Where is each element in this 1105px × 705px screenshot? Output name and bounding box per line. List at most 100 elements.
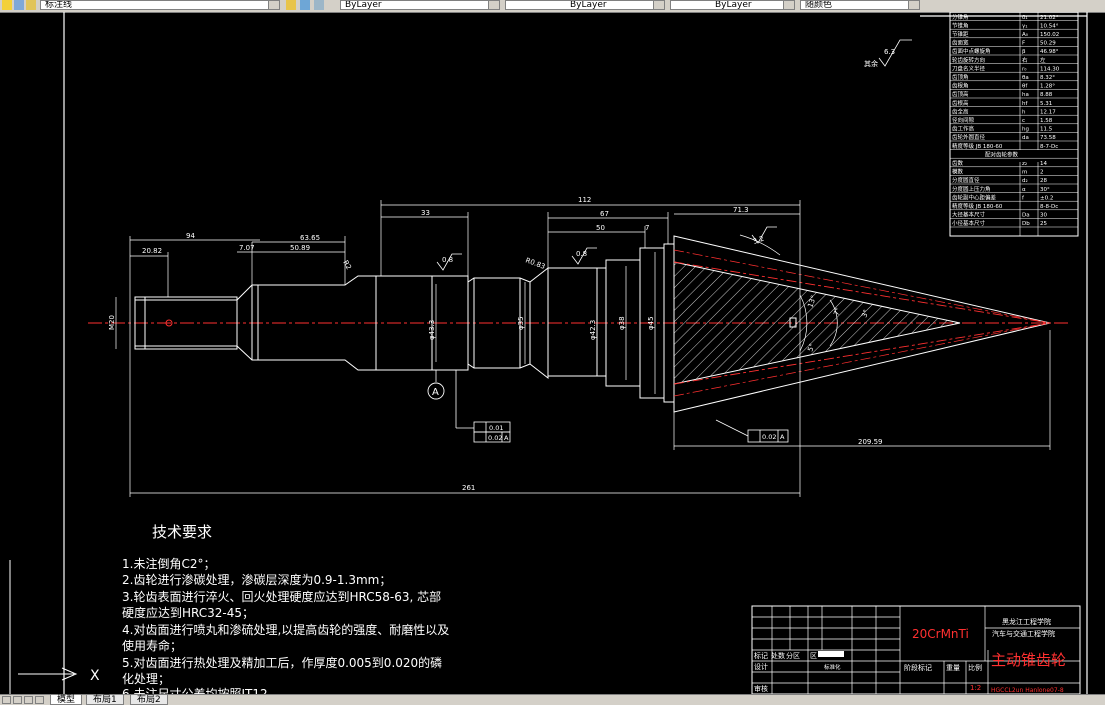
dim-text: 50 [596,224,605,232]
param-sym: δ₁ [1022,15,1028,21]
param-sym: c [1022,118,1025,124]
roughness-value: 0.8 [442,256,453,264]
dim-text: 71.3 [733,206,749,214]
dept-name: 汽车与交通工程学院 [992,629,1055,638]
signature-block [818,651,844,657]
param-sym: ha [1022,92,1029,98]
tech-line: 5.对齿面进行热处理及精加工后，作厚度0.005到0.020的磷 [122,655,442,670]
prev-tab-icon[interactable] [13,696,22,704]
layout-tab-bar: 模型 布局1 布局2 [0,694,1105,705]
chevron-down-icon[interactable] [783,1,794,9]
chevron-down-icon[interactable] [908,1,919,9]
tolerance-texts: 0.01 0.02 A 0.02 A [488,424,785,442]
param-name: 齿轮外圆直径 [952,133,986,141]
param-name: 分锥角 [952,13,969,21]
layer-lock-icon[interactable] [26,0,36,10]
chevron-down-icon[interactable] [268,1,279,9]
param-name: 大径基本尺寸 [952,211,986,219]
dim-text: 5° [806,342,816,352]
param-name: 齿顶高 [952,90,969,98]
param-val: 12.17 [1040,109,1056,115]
param-sym: h [1022,109,1026,115]
param-sym: θa [1022,75,1029,81]
tb-label: 比例 [968,663,982,672]
tech-line: 化处理； [122,672,170,686]
dim-text: 67 [600,210,609,218]
tech-line: 4.对齿面进行喷丸和渗硫处理,以提高齿轮的强度、耐磨性以及 [122,622,449,637]
tol-ref: A [504,434,509,442]
param-name: 齿根高 [952,99,969,107]
param-val: 2 [1040,170,1044,176]
param-val: 114.30 [1040,66,1060,72]
dim-text: φ35 [517,316,525,330]
param-sym: m [1022,170,1027,176]
param-name: 刀盘名义半径 [952,64,986,72]
dim-text: 261 [462,484,475,492]
param-sym: θf [1022,84,1028,90]
roughness-value: 0.8 [576,250,587,258]
param-name: 节锥距 [952,30,969,38]
param-val: ±0.2 [1040,195,1053,201]
mating-title: 配对齿轮参数 [985,150,1019,158]
param-val: 46.98° [1040,49,1059,55]
tol-value: 0.01 [489,424,503,432]
layer-manager-icon[interactable] [300,0,310,10]
layer-state-icon[interactable] [2,0,12,10]
param-sym: f [1022,195,1025,201]
layer-name: 标注线 [45,0,73,10]
next-tab-icon[interactable] [24,696,33,704]
param-name: 小径基本尺寸 [952,219,986,227]
layer-freeze-icon[interactable] [14,0,24,10]
dim-text: φ45 [647,316,655,330]
plotstyle-combo[interactable]: 随颜色 [800,0,920,10]
dim-text: 209.59 [858,438,883,446]
param-name: 齿顶角 [952,73,969,81]
layer-previous-icon[interactable] [314,0,324,10]
param-sym: 右 [1022,56,1028,64]
param-val: 50.29 [1040,41,1056,47]
tb-label: 阶段标记 [904,663,932,672]
param-sym: hf [1022,101,1028,107]
last-tab-icon[interactable] [35,696,44,704]
tolerance-frames [455,370,789,443]
first-tab-icon[interactable] [2,696,11,704]
param-name: 径向间隙 [952,116,975,124]
ucs-x-label: X [90,668,100,684]
color-combo[interactable]: ByLayer [340,0,500,10]
drawing-canvas[interactable]: 20.82 94 7.07 63.65 50.89 33 112 67 50 7… [0,12,1105,694]
tb-label: 设计 [754,662,768,671]
chevron-down-icon[interactable] [488,1,499,9]
dim-text: 7.07 [239,244,255,252]
tech-line: 6.未注尺寸公差均按照IT12 [122,686,268,694]
param-sym: da [1022,135,1029,141]
layer-combo[interactable]: 标注线 [40,0,280,10]
tech-line: 2.齿轮进行渗碳处理，渗碳层深度为0.9-1.3mm； [122,572,391,587]
chevron-down-icon[interactable] [653,1,664,9]
tech-title: 技术要求 [152,523,212,541]
param-val: 8-7-Dc [1040,144,1058,150]
tech-line: 硬度应达到HRC32-45； [122,605,254,620]
dim-text: 3° [860,308,870,318]
param-val: 30° [1040,187,1050,193]
dim-text: R2 [341,259,353,271]
school-name: 黑龙江工程学院 [1002,617,1051,626]
ucs-icon: X [18,667,100,684]
dim-text: 112 [578,196,591,204]
tol-ref: A [780,433,785,441]
param-sym: Da [1022,213,1030,219]
param-name: 齿面宽 [952,39,969,47]
dim-text: 13° [806,294,818,308]
dim-text: 94 [186,232,195,240]
roughness-texts: 0.8 0.8 3.2 6.3 其余 [442,48,895,264]
lineweight-combo[interactable]: ByLayer [670,0,795,10]
dim-text: 7 [645,224,649,232]
roughness-remaining: 其余 [864,59,878,68]
make-current-layer-icon[interactable] [286,0,296,10]
linetype-combo[interactable]: ByLayer [505,0,665,10]
param-sym: Db [1022,221,1030,227]
param-val: 1.28° [1040,84,1055,90]
param-val: 1.58 [1040,118,1053,124]
param-sym: F [1022,41,1025,47]
param-val: 8-8-Dc [1040,204,1058,210]
